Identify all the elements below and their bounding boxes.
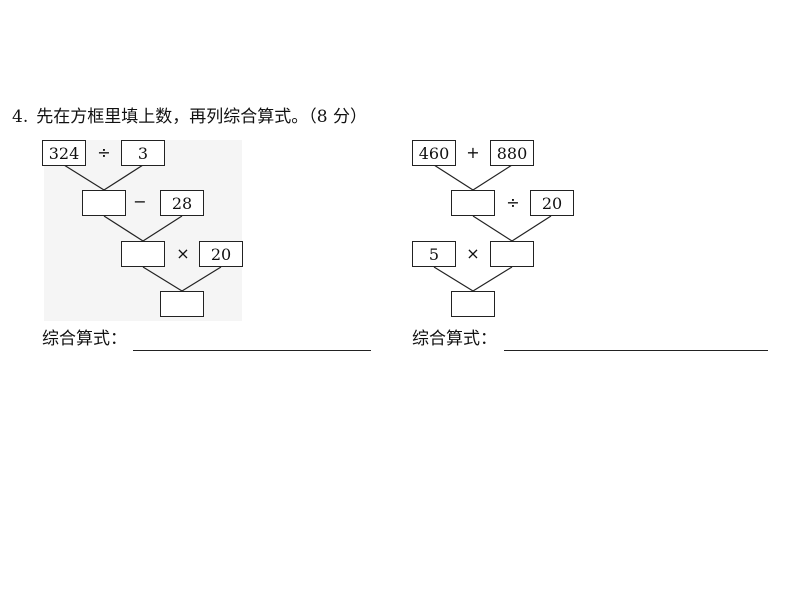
left-connector-3a	[142, 266, 183, 292]
right-row2-blank-box[interactable]	[451, 190, 495, 216]
right-connector-2b	[511, 215, 552, 242]
right-row1-left-box: 460	[412, 140, 456, 166]
right-row1-right-box: 880	[490, 140, 534, 166]
right-result-box[interactable]	[451, 291, 495, 317]
left-row2-right-box: 28	[160, 190, 204, 216]
left-row2-blank-box[interactable]	[82, 190, 126, 216]
right-connector-2a	[472, 215, 513, 242]
right-row1-operator: +	[466, 143, 480, 162]
left-formula-label: 综合算式：	[42, 329, 127, 349]
right-row3-blank-box[interactable]	[490, 241, 534, 267]
left-connector-2a	[103, 215, 144, 242]
question-number: 4.	[12, 107, 29, 127]
left-connector-1a	[63, 164, 105, 191]
right-row3-operator: ×	[466, 244, 480, 263]
question-text: 先在方框里填上数，再列综合算式。（8 分）	[36, 107, 367, 127]
left-formula-answer-line[interactable]	[133, 350, 371, 351]
left-row1-right-box: 3	[121, 140, 165, 166]
left-connector-1b	[103, 164, 144, 191]
right-connector-1b	[472, 164, 513, 191]
left-row1-left-box: 324	[42, 140, 86, 166]
left-connector-2b	[142, 215, 183, 242]
left-row1-operator: ÷	[97, 143, 111, 162]
right-formula-label: 综合算式：	[412, 329, 497, 349]
left-row2-operator: −	[133, 192, 147, 211]
right-formula-answer-line[interactable]	[504, 350, 768, 351]
right-connector-3b	[472, 266, 513, 292]
left-row3-operator: ×	[176, 244, 190, 263]
left-tree-background	[44, 140, 242, 321]
right-row2-right-box: 20	[530, 190, 574, 216]
left-result-box[interactable]	[160, 291, 204, 317]
left-row3-right-box: 20	[199, 241, 243, 267]
left-connector-3b	[181, 266, 222, 292]
right-row3-left-box: 5	[412, 241, 456, 267]
right-connector-1a	[433, 164, 474, 191]
right-connector-3a	[433, 266, 474, 292]
question-title: 4. 先在方框里填上数，再列综合算式。（8 分）	[12, 106, 367, 128]
left-row3-blank-box[interactable]	[121, 241, 165, 267]
right-row2-operator: ÷	[506, 193, 520, 212]
